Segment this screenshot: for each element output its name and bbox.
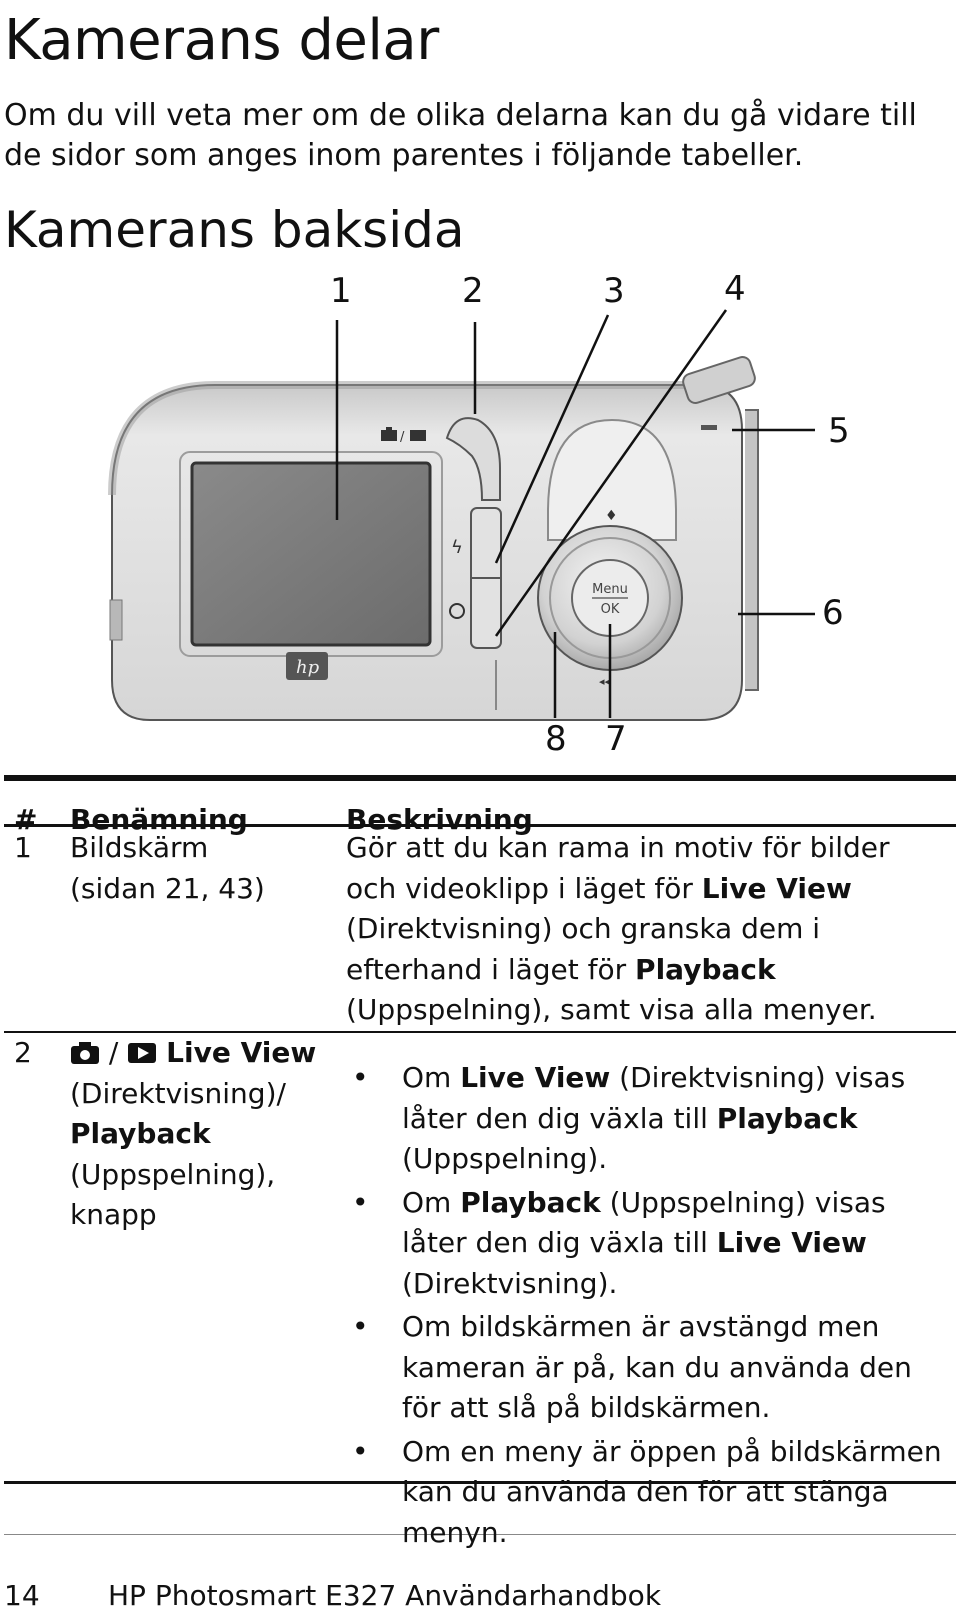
- ok-label: OK: [601, 602, 620, 617]
- focus-icon: ♦: [605, 508, 618, 524]
- row1-desc-e: (Uppspelning), samt visa alla menyer.: [346, 993, 877, 1026]
- playback-icon: [128, 1043, 157, 1063]
- callout-lines: [335, 309, 815, 718]
- timer-icon: [449, 603, 465, 619]
- row2-slash: /: [108, 1036, 119, 1069]
- section-title: Kamerans baksida: [4, 201, 465, 259]
- row2-name: / Live View (Direktvisning)/ Playback (U…: [70, 1033, 338, 1236]
- callout-1: 1: [330, 271, 352, 311]
- row1-name-line1: Bildskärm: [70, 831, 209, 864]
- callout-5: 5: [828, 411, 850, 451]
- menu-label: Menu: [592, 582, 628, 597]
- row1-desc-c: (Direktvisning) och granska dem i efterh…: [346, 912, 821, 986]
- svg-text:hp: hp: [296, 657, 320, 678]
- list-item: Om Live View (Direktvisning) visas låter…: [346, 1058, 958, 1180]
- row2-bullet-list: Om Live View (Direktvisning) visas låter…: [346, 1058, 958, 1556]
- row2-name-live-view: Live View: [166, 1036, 317, 1069]
- mode-switch-icon: /: [381, 427, 426, 445]
- live-view-playback-button[interactable]: [445, 417, 501, 501]
- header-desc: Beskrivning: [346, 803, 533, 836]
- table-top-rule: [4, 775, 956, 781]
- callout-6: 6: [822, 593, 844, 633]
- row1-desc-live-view: Live View: [701, 871, 852, 905]
- callout-2: 2: [462, 271, 484, 311]
- footer-title: HP Photosmart E327 Användarhandbok: [108, 1579, 662, 1612]
- row2-num: 2: [14, 1036, 32, 1069]
- row2-name-playback: Playback: [70, 1117, 211, 1150]
- camera-icon: [71, 1042, 99, 1064]
- camera-back-diagram: / ϟ hp ♦ ◂◂ Menu OK 1 2 3 4 5: [108, 269, 850, 759]
- row1-description: Gör att du kan rama in motiv för bilder …: [346, 828, 891, 1031]
- row2-name-line4: (Uppspelning),: [70, 1157, 276, 1191]
- footer-page-number: 14: [4, 1579, 40, 1612]
- callout-4: 4: [724, 269, 746, 309]
- row2-name-line2: (Direktvisning)/: [70, 1076, 286, 1110]
- row2-name-line1: / Live View: [70, 1033, 338, 1074]
- callout-7: 7: [605, 719, 627, 759]
- row1-name-line2: (sidan 21, 43): [70, 871, 265, 905]
- status-led: [701, 425, 717, 430]
- table-header-rule: [4, 824, 956, 827]
- lcd-screen: [190, 461, 432, 647]
- header-num: #: [14, 803, 38, 836]
- callout-3: 3: [603, 271, 625, 311]
- list-item: Om Playback (Uppspelning) visas låter de…: [346, 1183, 958, 1305]
- row1-desc-playback: Playback: [635, 952, 776, 986]
- page-title: Kamerans delar: [4, 8, 439, 73]
- intro-paragraph: Om du vill veta mer om de olika delarna …: [4, 98, 917, 173]
- header-name: Benämning: [70, 803, 248, 836]
- row1-desc-a: Gör att du kan rama in motiv för bilder …: [346, 831, 890, 905]
- svg-text:/: /: [400, 430, 405, 445]
- row2-name-line5: knapp: [70, 1198, 157, 1231]
- list-item: Om en meny är öppen på bildskärmen kan d…: [346, 1432, 958, 1554]
- row1-name: Bildskärm (sidan 21, 43): [70, 828, 330, 909]
- list-item: Om bildskärmen är avstängd men kameran ä…: [346, 1307, 958, 1429]
- row1-num: 1: [14, 831, 32, 864]
- row-separator: [4, 1031, 956, 1033]
- review-icon: ◂◂: [599, 675, 611, 688]
- flash-icon: ϟ: [451, 537, 463, 558]
- callout-8: 8: [545, 719, 567, 759]
- hp-logo: hp: [286, 652, 328, 680]
